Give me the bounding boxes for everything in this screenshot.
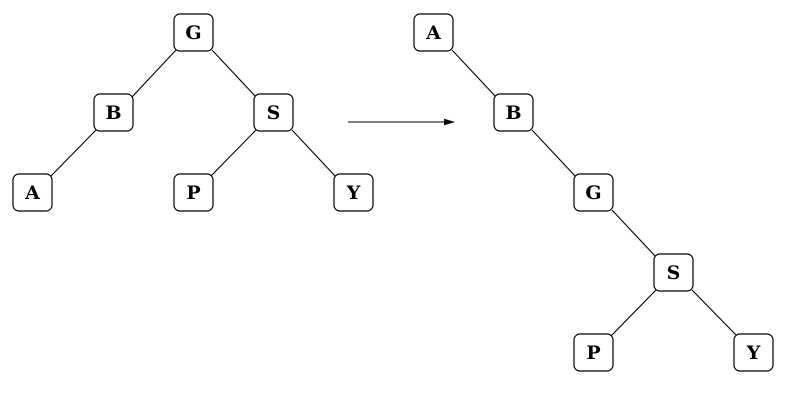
node-label: G	[585, 182, 601, 204]
edge-b-g	[531, 129, 577, 178]
node-label: P	[586, 342, 600, 364]
node-label: S	[267, 102, 281, 124]
node-label: Y	[746, 342, 761, 364]
edges-layer	[49, 49, 739, 338]
tree-before: G B S A P Y	[12, 13, 374, 212]
edge-b-a	[49, 129, 97, 178]
edge-s-y	[291, 129, 337, 178]
node-label: G	[185, 22, 201, 44]
node-label: Y	[346, 182, 361, 204]
edge-g-s	[611, 209, 657, 258]
node-label: A	[425, 22, 441, 44]
edge-s-p	[209, 129, 257, 178]
tree-node-a: A	[12, 173, 53, 212]
node-label: B	[105, 102, 121, 124]
tree-node-y: Y	[733, 333, 774, 372]
tree-node-s: S	[253, 93, 294, 132]
tree-after: A B G S P Y	[413, 13, 774, 372]
tree-node-g: G	[173, 13, 214, 52]
tree-node-b: B	[493, 93, 534, 132]
edge-s-p	[609, 289, 657, 338]
node-label: S	[667, 262, 681, 284]
edge-g-s	[211, 49, 257, 98]
tree-node-a: A	[413, 13, 454, 52]
edge-g-b	[131, 49, 177, 98]
node-label: B	[505, 102, 521, 124]
tree-node-p: P	[173, 173, 214, 212]
tree-node-y: Y	[333, 173, 374, 212]
tree-node-b: B	[93, 93, 134, 132]
node-label: A	[24, 182, 40, 204]
node-label: P	[186, 182, 200, 204]
tree-node-g: G	[573, 173, 614, 212]
tree-node-s: S	[653, 253, 694, 292]
tree-node-p: P	[573, 333, 614, 372]
edge-a-b	[451, 49, 497, 98]
edge-s-y	[691, 289, 739, 338]
